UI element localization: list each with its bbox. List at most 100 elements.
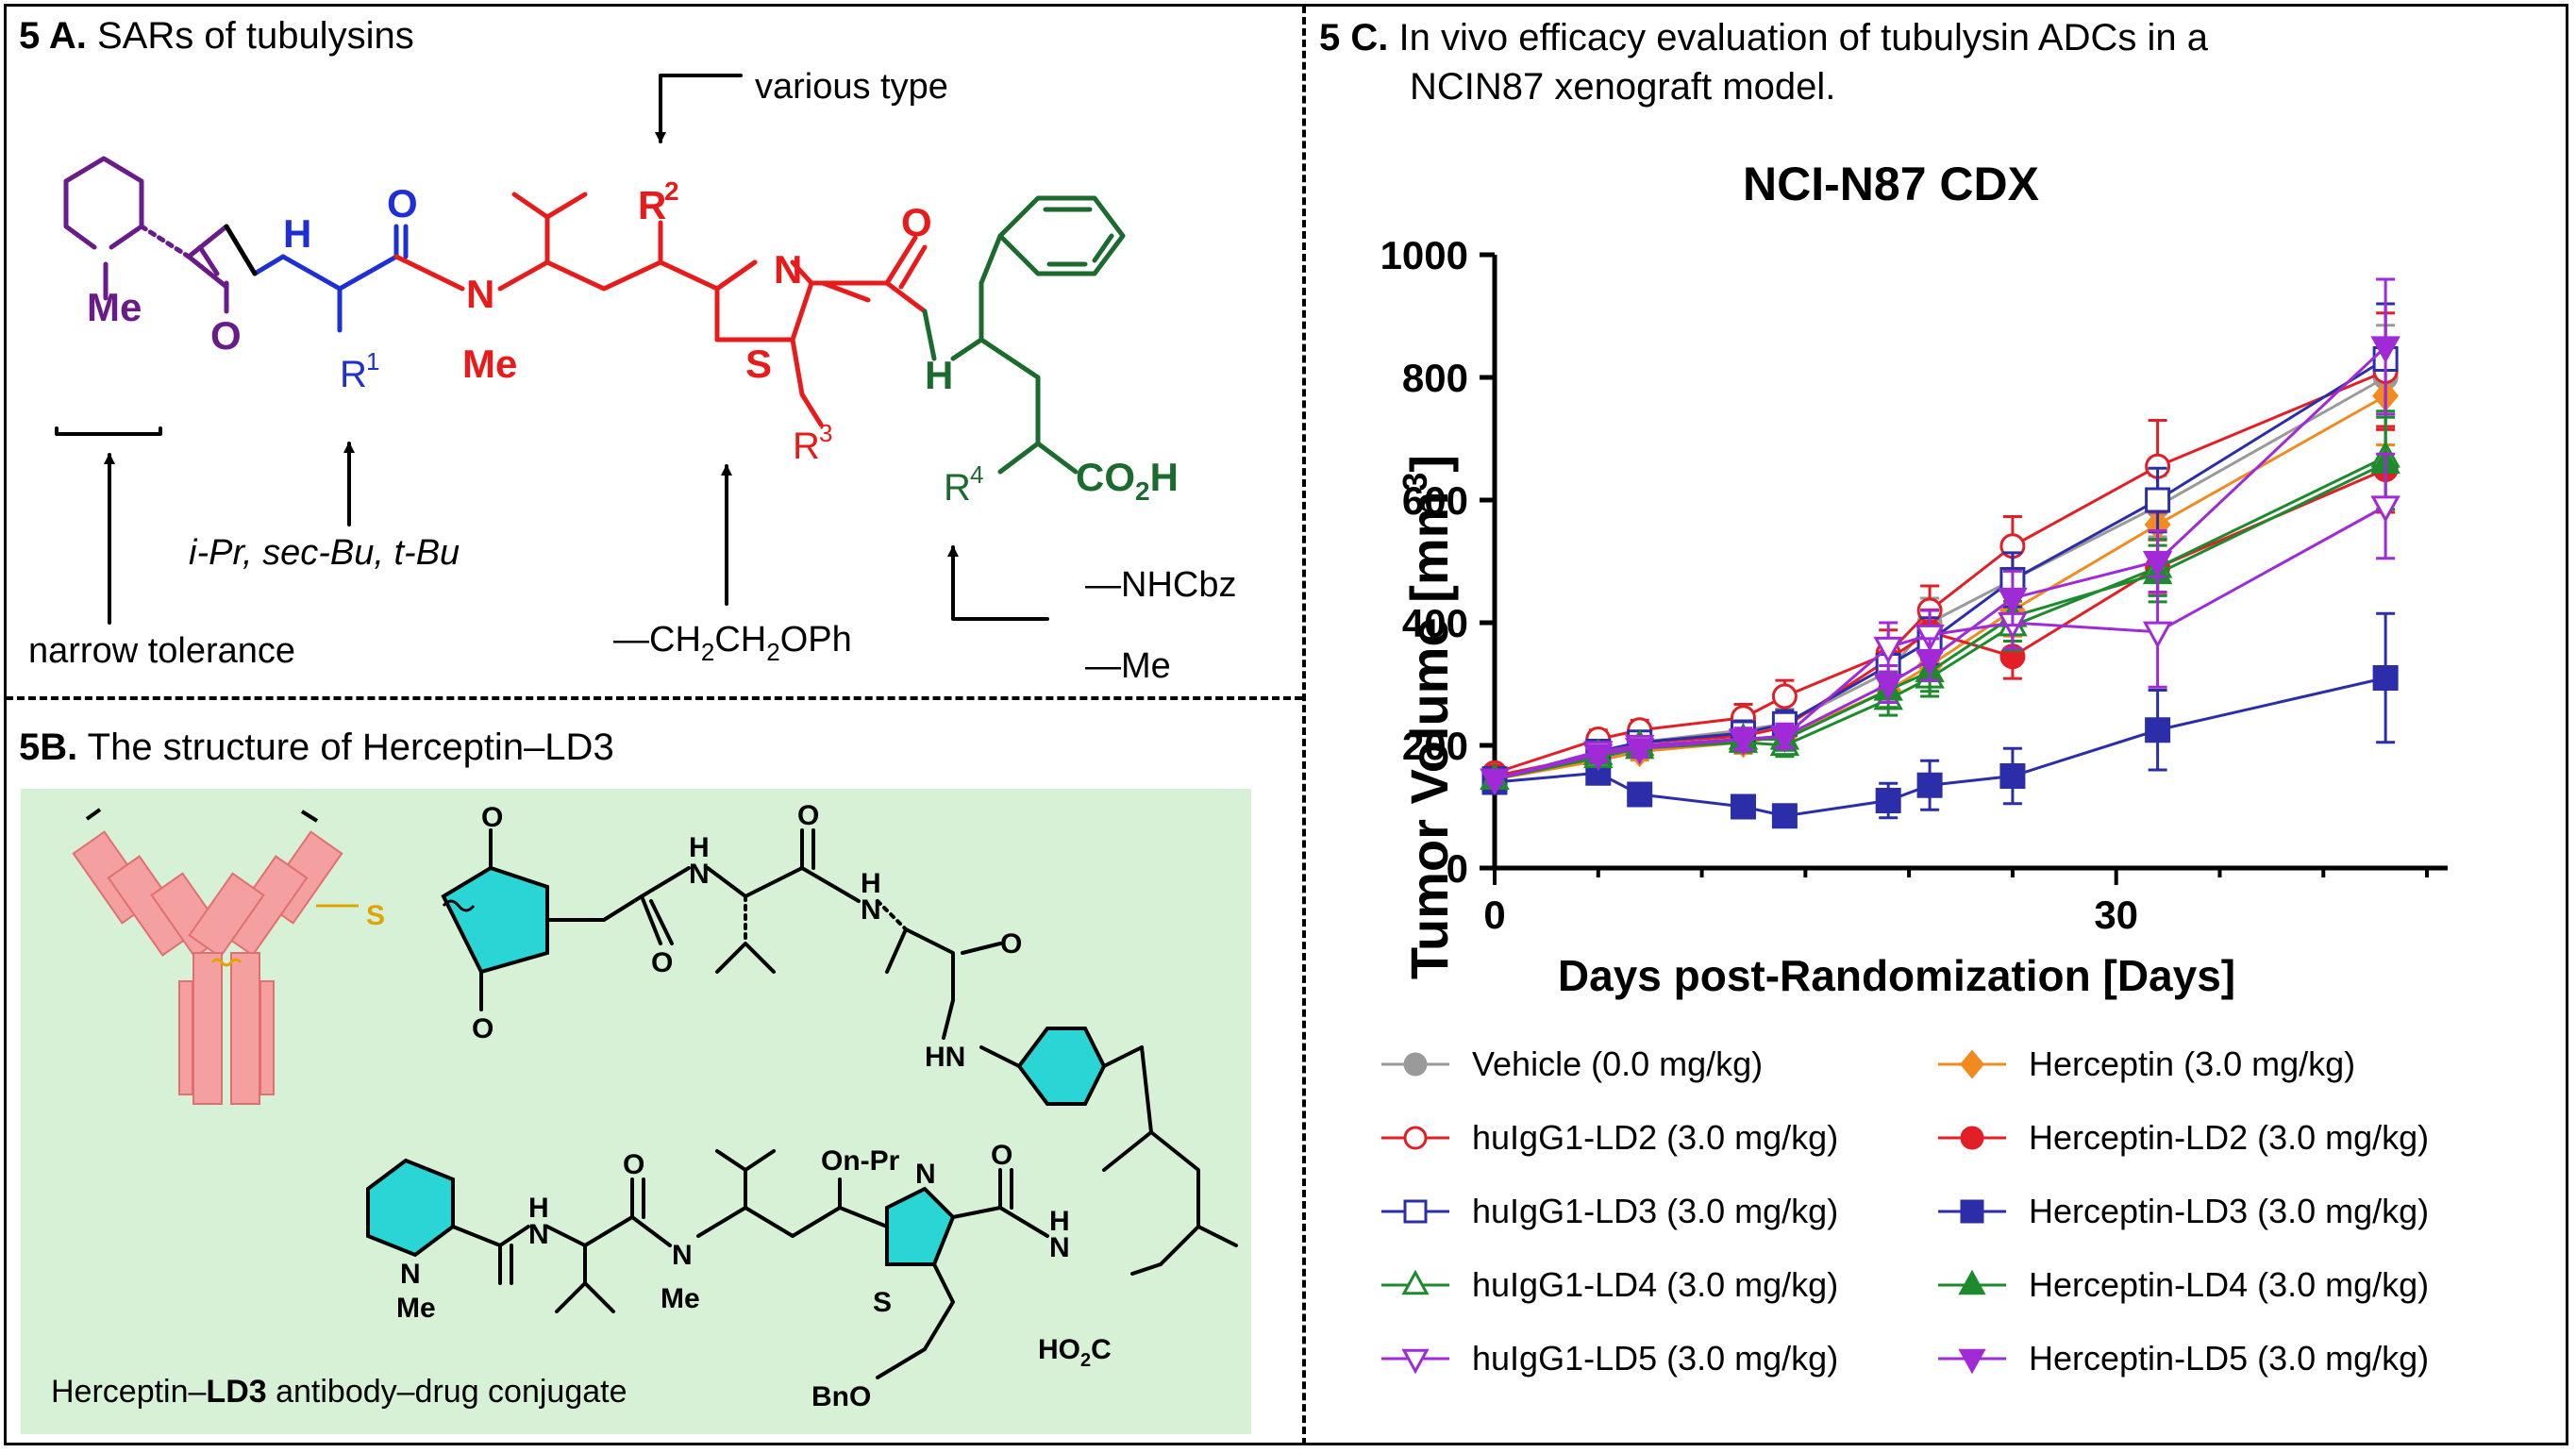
b-label-h3: H: [528, 1193, 549, 1224]
legend-label: huIgG1-LD5 (3.0 mg/kg): [1472, 1339, 1839, 1378]
label-r3: R: [793, 426, 820, 467]
figure-frame: [4, 4, 2568, 1445]
label-o1: O: [210, 313, 242, 358]
label-s: S: [745, 342, 772, 386]
tubulysin-sar-structure: Me O H O N Me R 2 S N O H CO2H R 1 R 3 R…: [28, 67, 1236, 686]
b-label-me4: Me: [661, 1283, 700, 1314]
legend-swatch: [1938, 1199, 2006, 1224]
b-label-o-f: O: [623, 1149, 644, 1180]
series-line: [1494, 505, 2386, 781]
series-4: [1481, 302, 2399, 793]
series-1: [1481, 345, 2400, 795]
panel-a-title-text: SARs of tubulysins: [97, 15, 414, 57]
b-label-h1: H: [689, 832, 710, 863]
label-o3: O: [901, 200, 932, 244]
amino-acid-segment: [252, 224, 409, 333]
data-point: [1730, 793, 1756, 820]
panel-c-title-line1: In vivo efficacy evaluation of tubulysin…: [1398, 17, 2208, 58]
legend-item: Herceptin-LD5 (3.0 mg/kg): [1934, 1330, 2429, 1387]
legend-item: huIgG1-LD5 (3.0 mg/kg): [1378, 1330, 1838, 1387]
b-label-o-a: O: [481, 802, 503, 833]
label-me-n: Me: [87, 285, 142, 329]
data-point: [1627, 781, 1653, 808]
label-r1-sup: 1: [366, 347, 379, 376]
label-r2-sup: 2: [664, 176, 679, 206]
legend-swatch-marker: [1960, 1199, 1984, 1224]
b-label-bno: BnO: [811, 1381, 871, 1412]
b-label-o-e: O: [1000, 928, 1022, 960]
y-tick-label: 600: [1402, 478, 1468, 523]
legend-label: Herceptin-LD5 (3.0 mg/kg): [2029, 1339, 2430, 1378]
piperidine-ring: [63, 156, 229, 314]
label-r2: R: [638, 183, 666, 227]
b-label-hn: HN: [925, 1042, 965, 1073]
b-label-o-c: O: [651, 947, 673, 978]
legend-label: huIgG1-LD2 (3.0 mg/kg): [1472, 1118, 1839, 1157]
b-label-n3: N: [528, 1219, 549, 1250]
chart-series: [1480, 277, 2400, 829]
legend-swatch: [1938, 1049, 2006, 1079]
series-0: [1481, 324, 2399, 793]
data-point: [1998, 587, 2028, 615]
legend-label: Herceptin-LD4 (3.0 mg/kg): [2029, 1265, 2430, 1304]
label-me2: Me: [462, 342, 517, 386]
panel-c-title: 5 C. In vivo efficacy evaluation of tubu…: [1319, 13, 2208, 111]
label-r3-sup: 3: [819, 419, 832, 447]
legend-swatch-marker: [1403, 1199, 1428, 1224]
legend-item: Herceptin-LD4 (3.0 mg/kg): [1934, 1257, 2429, 1313]
legend-swatch: [1381, 1126, 1449, 1150]
legend-swatch: [1381, 1269, 1449, 1295]
legend-label: Herceptin-LD2 (3.0 mg/kg): [2029, 1118, 2430, 1157]
data-point: [1873, 673, 1903, 701]
chart-title: NCI-N87 CDX: [1743, 158, 2039, 210]
data-point: [2370, 495, 2400, 524]
legend-label: Herceptin (3.0 mg/kg): [2029, 1044, 2356, 1083]
label-nh2: H: [925, 353, 953, 397]
data-point: [2370, 336, 2400, 364]
tubuphenylalanine-segment: [922, 195, 1126, 475]
data-point: [1583, 743, 1614, 772]
data-point: [1728, 728, 1759, 757]
data-point: [2145, 487, 2171, 513]
panel-b-title: 5B. The structure of Herceptin–LD3: [19, 725, 614, 770]
legend-item: huIgG1-LD4 (3.0 mg/kg): [1378, 1257, 1838, 1313]
data-point: [1480, 768, 1510, 796]
legend-label: huIgG1-LD3 (3.0 mg/kg): [1472, 1192, 1839, 1230]
label-alkyl-options: i-Pr, sec-Bu, t-Bu: [189, 533, 460, 573]
legend-label: Herceptin-LD3 (3.0 mg/kg): [2029, 1192, 2430, 1230]
x-tick-label: 30: [2094, 893, 2138, 937]
legend-swatch-marker: [1960, 1049, 1984, 1079]
chart-legend: Vehicle (0.0 mg/kg) Herceptin (3.0 mg/kg)…: [1359, 1036, 2548, 1432]
tubuvaline-segment: [393, 192, 928, 427]
series-line: [1494, 376, 2386, 781]
b-label-h4: H: [1049, 1206, 1070, 1237]
thiazole-ring-b: [885, 1186, 956, 1266]
label-co2h: CO2H: [1076, 455, 1179, 506]
label-narrow-tolerance: narrow tolerance: [28, 631, 295, 671]
data-point: [1875, 788, 1901, 813]
b-label-me-pip: Me: [396, 1293, 436, 1324]
legend-label: Vehicle (0.0 mg/kg): [1472, 1044, 1764, 1083]
label-r4: R: [944, 467, 971, 509]
label-thiazole-n: N: [774, 247, 802, 292]
series-line: [1494, 345, 2387, 781]
legend-swatch: [1938, 1269, 2006, 1295]
y-tick-label: 200: [1402, 724, 1468, 768]
b-label-o-b: O: [472, 1013, 493, 1044]
label-nh: H: [283, 211, 311, 256]
legend-swatch: [1381, 1348, 1449, 1375]
y-tick-label: 1000: [1380, 233, 1468, 277]
label-me-option: —Me: [1085, 646, 1171, 686]
label-ch2ch2oph: —CH2CH2OPh: [613, 620, 852, 666]
conjugate-caption: Herceptin–LD3 antibody–drug conjugate: [51, 1374, 627, 1410]
b-label-o-d: O: [797, 800, 819, 831]
b-label-s-thz: S: [873, 1287, 892, 1318]
panel-b-title-text: The structure of Herceptin–LD3: [87, 726, 614, 768]
data-point: [1771, 683, 1798, 710]
label-various-type: various type: [755, 67, 948, 107]
legend-item: huIgG1-LD3 (3.0 mg/kg): [1378, 1183, 1838, 1240]
panel-c-title-line2: NCIN87 xenograft model.: [1410, 66, 1836, 108]
y-tick-label: 400: [1402, 601, 1468, 645]
data-point: [1873, 636, 1903, 664]
series-2: [1481, 311, 2399, 786]
